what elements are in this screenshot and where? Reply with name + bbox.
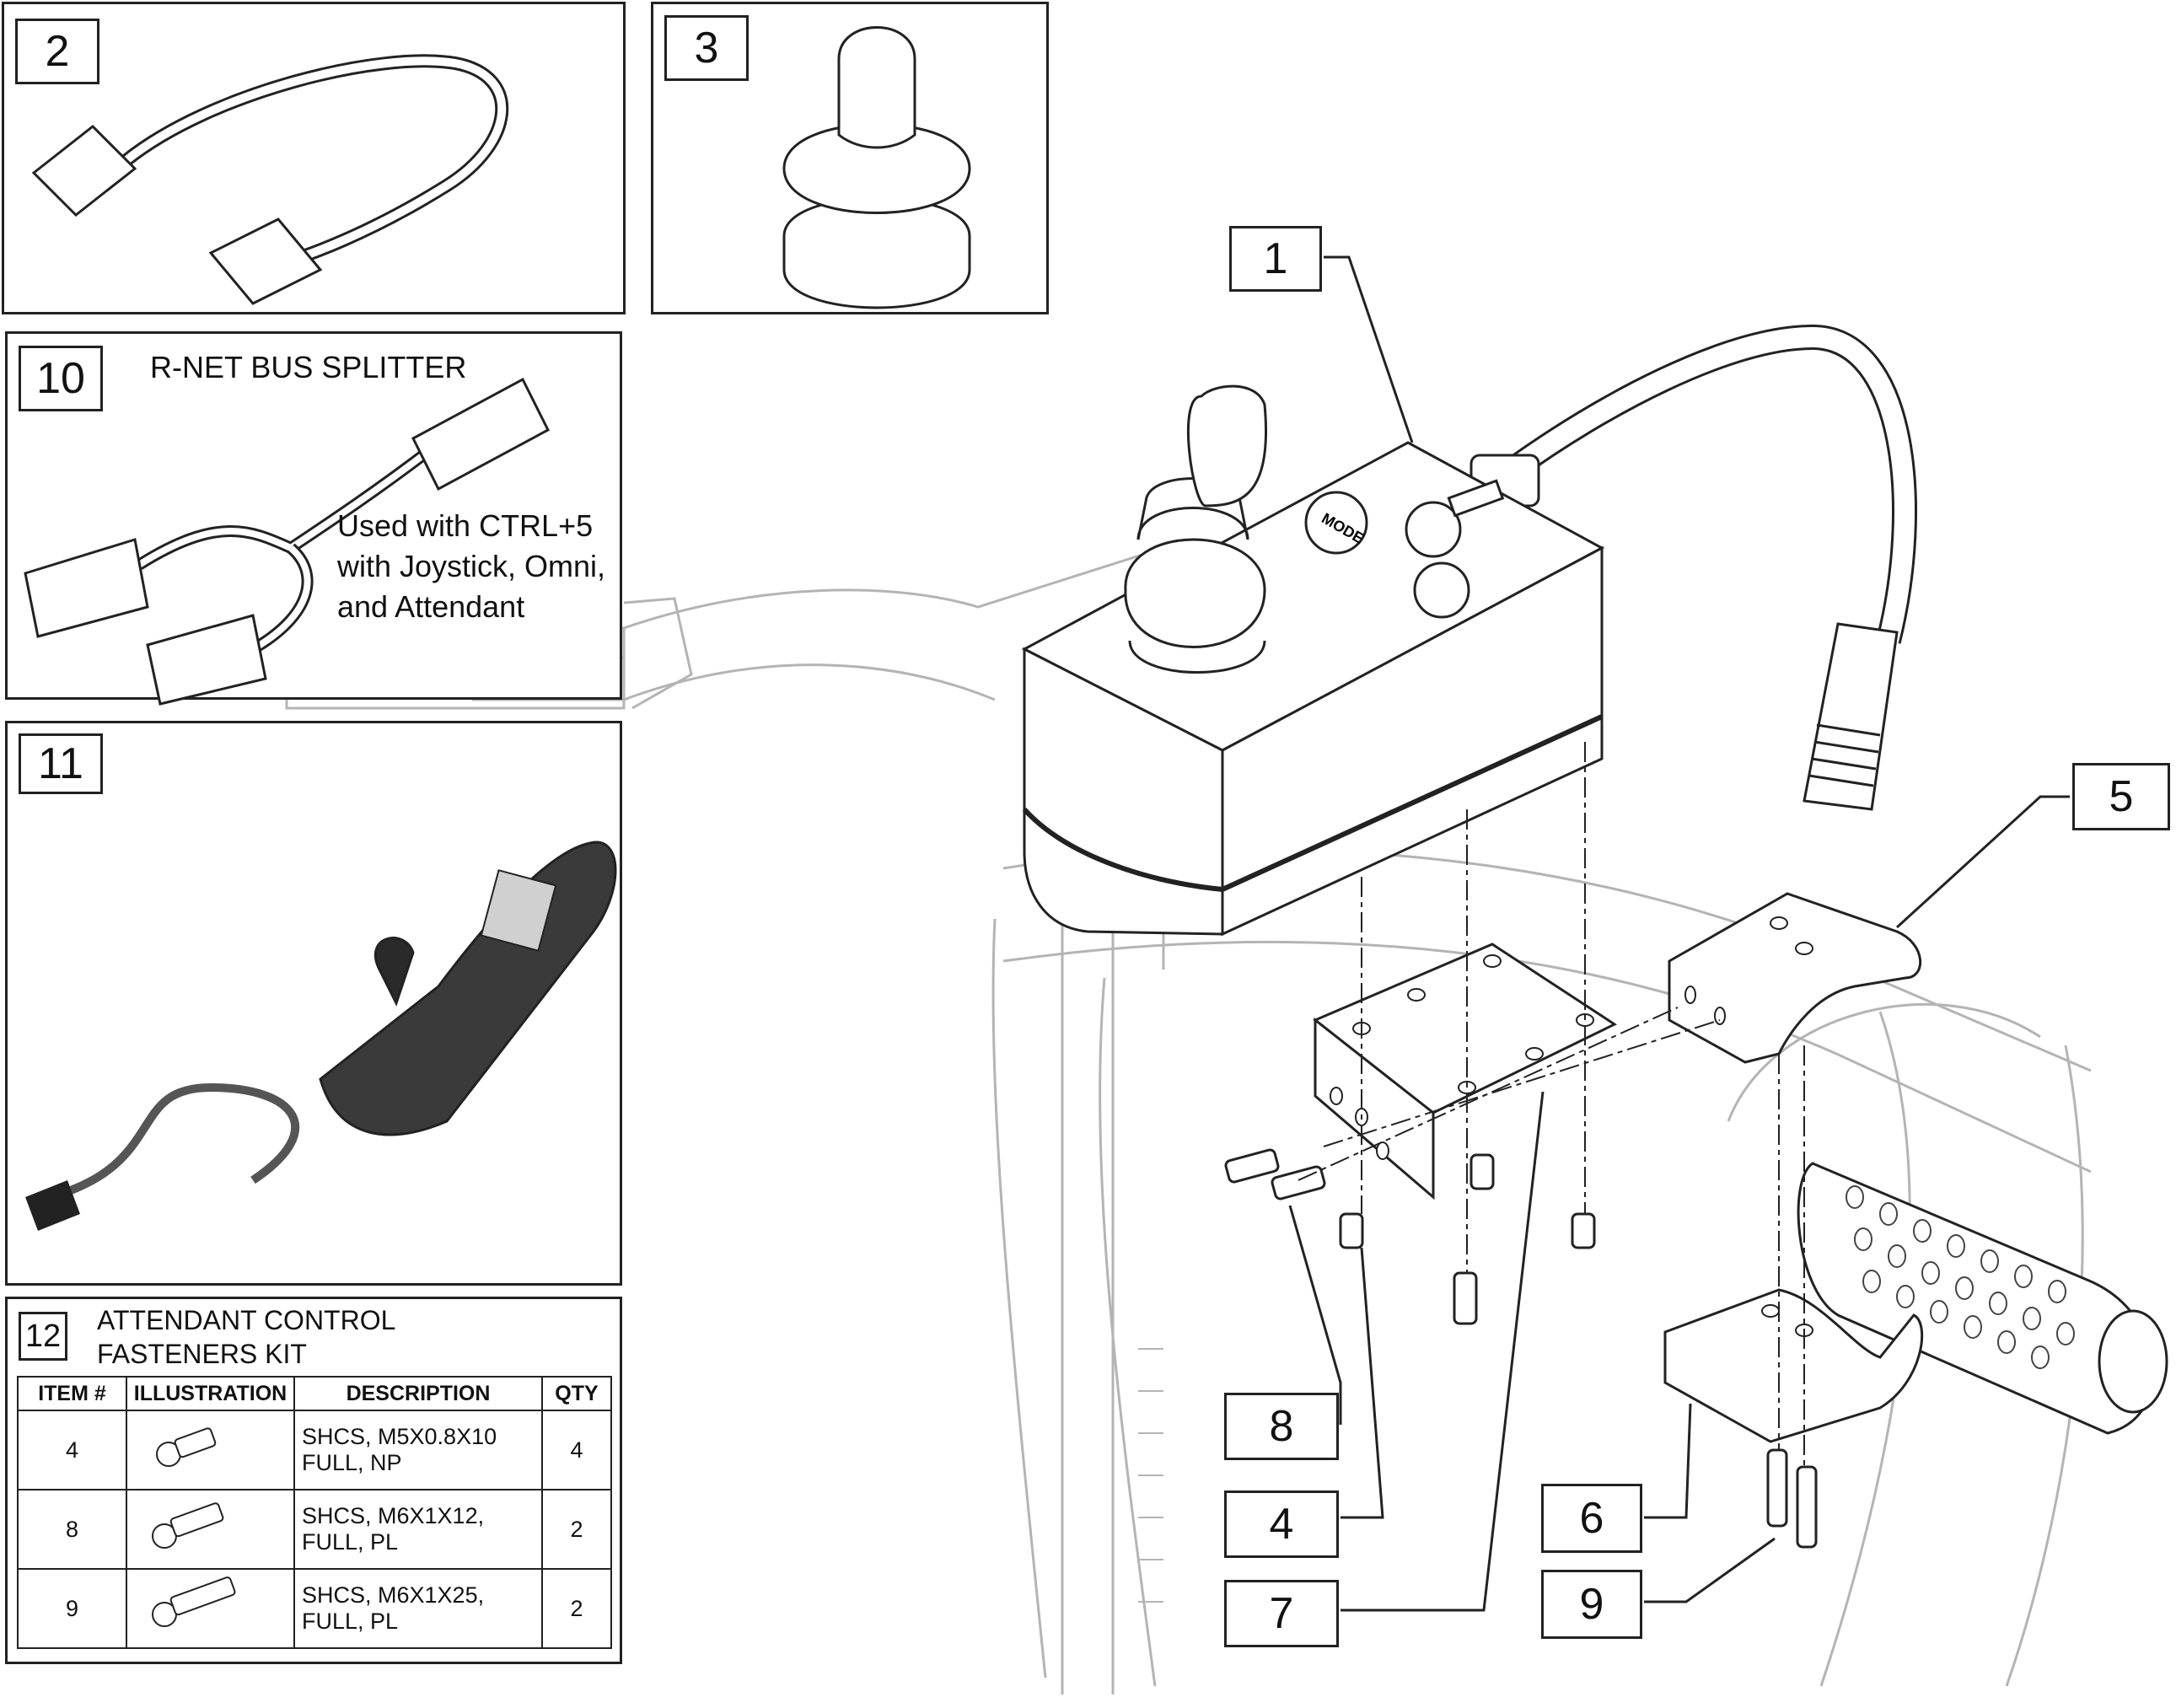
callout-5: 5	[2072, 763, 2170, 830]
row-item: 8	[17, 1489, 127, 1570]
row-description: SHCS, M6X1X12,FULL, PL	[293, 1489, 543, 1570]
right-handgrip	[1797, 1162, 2168, 1435]
row-desc-line2: FULL, PL	[302, 1609, 399, 1634]
callout-1: 1	[1229, 226, 1322, 292]
mounting-bracket	[1313, 943, 1618, 1200]
upper-clamp	[1668, 892, 1922, 1064]
row-description: SHCS, M6X1X25,FULL, PL	[293, 1568, 543, 1649]
splitter-note-line2: with Joystick, Omni,	[337, 549, 606, 583]
row-qty: 2	[541, 1489, 612, 1570]
callout-10: 10	[19, 346, 103, 411]
bus-splitter-foreground	[24, 377, 550, 706]
row-illustration	[126, 1568, 295, 1649]
row-item: 9	[17, 1568, 127, 1649]
callout-4: 4	[1224, 1490, 1339, 1558]
screws	[1224, 1148, 1818, 1549]
splitter-title: R-NET BUS SPLITTER	[150, 350, 467, 384]
row-qty: 4	[541, 1410, 612, 1490]
callout-6: 6	[1541, 1484, 1642, 1553]
row-desc-line2: FULL, NP	[302, 1450, 402, 1475]
row-desc-line1: SHCS, M6X1X25,	[302, 1582, 485, 1608]
row-desc-line1: SHCS, M5X0.8X10	[302, 1424, 497, 1449]
controller-cable	[1469, 324, 1917, 811]
splitter-note-line3: and Attendant	[337, 589, 525, 624]
fasteners-table: ITEM # ILLUSTRATION DESCRIPTION QTY 4 SH…	[17, 1376, 612, 1649]
kit-title-line2: FASTENERS KIT	[97, 1339, 307, 1369]
header-qty: QTY	[541, 1376, 612, 1411]
header-item: ITEM #	[17, 1376, 127, 1411]
table-row: 8 SHCS, M6X1X12,FULL, PL 2	[17, 1489, 612, 1570]
row-illustration	[126, 1489, 295, 1570]
callout-11: 11	[19, 733, 103, 794]
row-qty: 2	[541, 1568, 612, 1649]
kit-title-line1: ATTENDANT CONTROL	[97, 1305, 396, 1335]
handheld-controller-foreground	[25, 841, 617, 1231]
callout-7: 7	[1224, 1580, 1339, 1647]
row-item: 4	[17, 1410, 127, 1490]
callout-9: 9	[1541, 1570, 1642, 1639]
splitter-note-line1: Used with CTRL+5	[337, 508, 594, 543]
callout-3: 3	[664, 15, 749, 81]
extension-cable-foreground	[31, 54, 509, 305]
callout-8: 8	[1224, 1393, 1339, 1460]
row-desc-line1: SHCS, M6X1X12,	[302, 1503, 485, 1528]
attendant-control-unit: MODE	[1021, 384, 1605, 937]
table-header-row: ITEM # ILLUSTRATION DESCRIPTION QTY	[17, 1376, 612, 1411]
joystick-knob-foreground	[782, 26, 971, 309]
header-description: DESCRIPTION	[293, 1376, 543, 1411]
header-illustration: ILLUSTRATION	[126, 1376, 295, 1411]
callout-12: 12	[19, 1312, 67, 1361]
row-illustration	[126, 1410, 295, 1490]
row-desc-line2: FULL, PL	[302, 1529, 399, 1555]
assembly-guide-lines	[1298, 742, 1805, 1467]
table-row: 9 SHCS, M6X1X25,FULL, PL 2	[17, 1568, 612, 1649]
callout-2: 2	[15, 19, 99, 84]
callout-leaders	[1288, 255, 2070, 1612]
